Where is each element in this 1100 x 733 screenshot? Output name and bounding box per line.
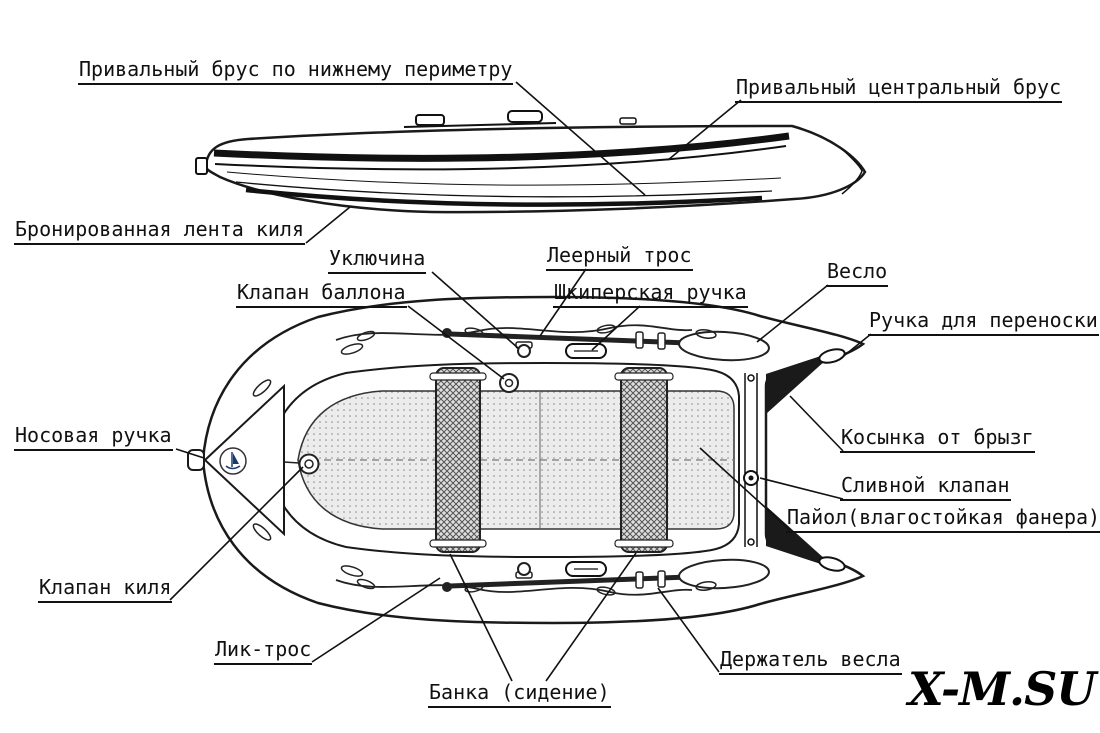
sail-logo-icon [219,447,247,475]
lower-rub-strake [245,187,763,207]
deck-fitting [415,114,445,126]
central-rub-strake [213,132,790,162]
label-tube-valve: Клапан баллона [236,281,407,308]
carry-handle-shape [818,348,846,364]
spray-gusset-shape [766,351,836,414]
label-armored-keel-tape: Бронированная лента киля [14,218,305,245]
label-keel-valve: Клапан киля [38,576,173,603]
stern-fitting [195,157,208,175]
label-gunwale-central: Привальный центральный брус [735,76,1063,103]
bow-handle-shape [187,449,205,471]
spray-gusset-shape [766,506,836,569]
oar-holder-shape [635,331,644,349]
top-view [187,295,866,625]
oar-holder-shape [657,332,666,350]
label-grab-rope: Леерный трос [546,244,693,271]
oarlock-shape [515,341,533,358]
oarlock-shape [515,562,533,579]
transom [743,373,759,547]
watermark: X-M.SU [908,662,1096,716]
grab-rope-shape [335,324,693,341]
carry-handle-shape [818,556,846,572]
grab-rope-shape [335,579,693,596]
deck-cleat [619,117,637,125]
label-bolt-rope: Лик-трос [214,638,313,665]
label-skipper-handle: Шкиперская ручка [553,281,748,308]
oar-top [442,328,770,362]
oar-holder-shape [635,571,644,589]
label-carry-handle: Ручка для переноски [868,309,1099,336]
leader-lines [169,81,872,682]
label-bow-handle: Носовая ручка [14,424,173,451]
label-gunwale-lower-perimeter: Привальный брус по нижнему периметру [78,58,514,85]
label-seat: Банка (сидение) [428,681,611,708]
side-view [195,110,867,214]
deck-fitting [507,110,543,123]
label-floorboard: Пайол(влагостойкая фанера) [786,506,1100,533]
seat-shape [435,367,481,553]
label-oarlock: Уключина [328,247,427,274]
label-spray-gusset: Косынка от брызг [840,426,1035,453]
oar-holder-shape [657,570,666,588]
label-oar: Весло [826,260,889,287]
seat-shape [620,367,668,553]
bow-cone-arc [841,148,863,195]
label-drain-valve: Сливной клапан [840,474,1011,501]
label-oar-holder: Держатель весла [719,648,902,675]
oar-bottom [442,558,770,592]
